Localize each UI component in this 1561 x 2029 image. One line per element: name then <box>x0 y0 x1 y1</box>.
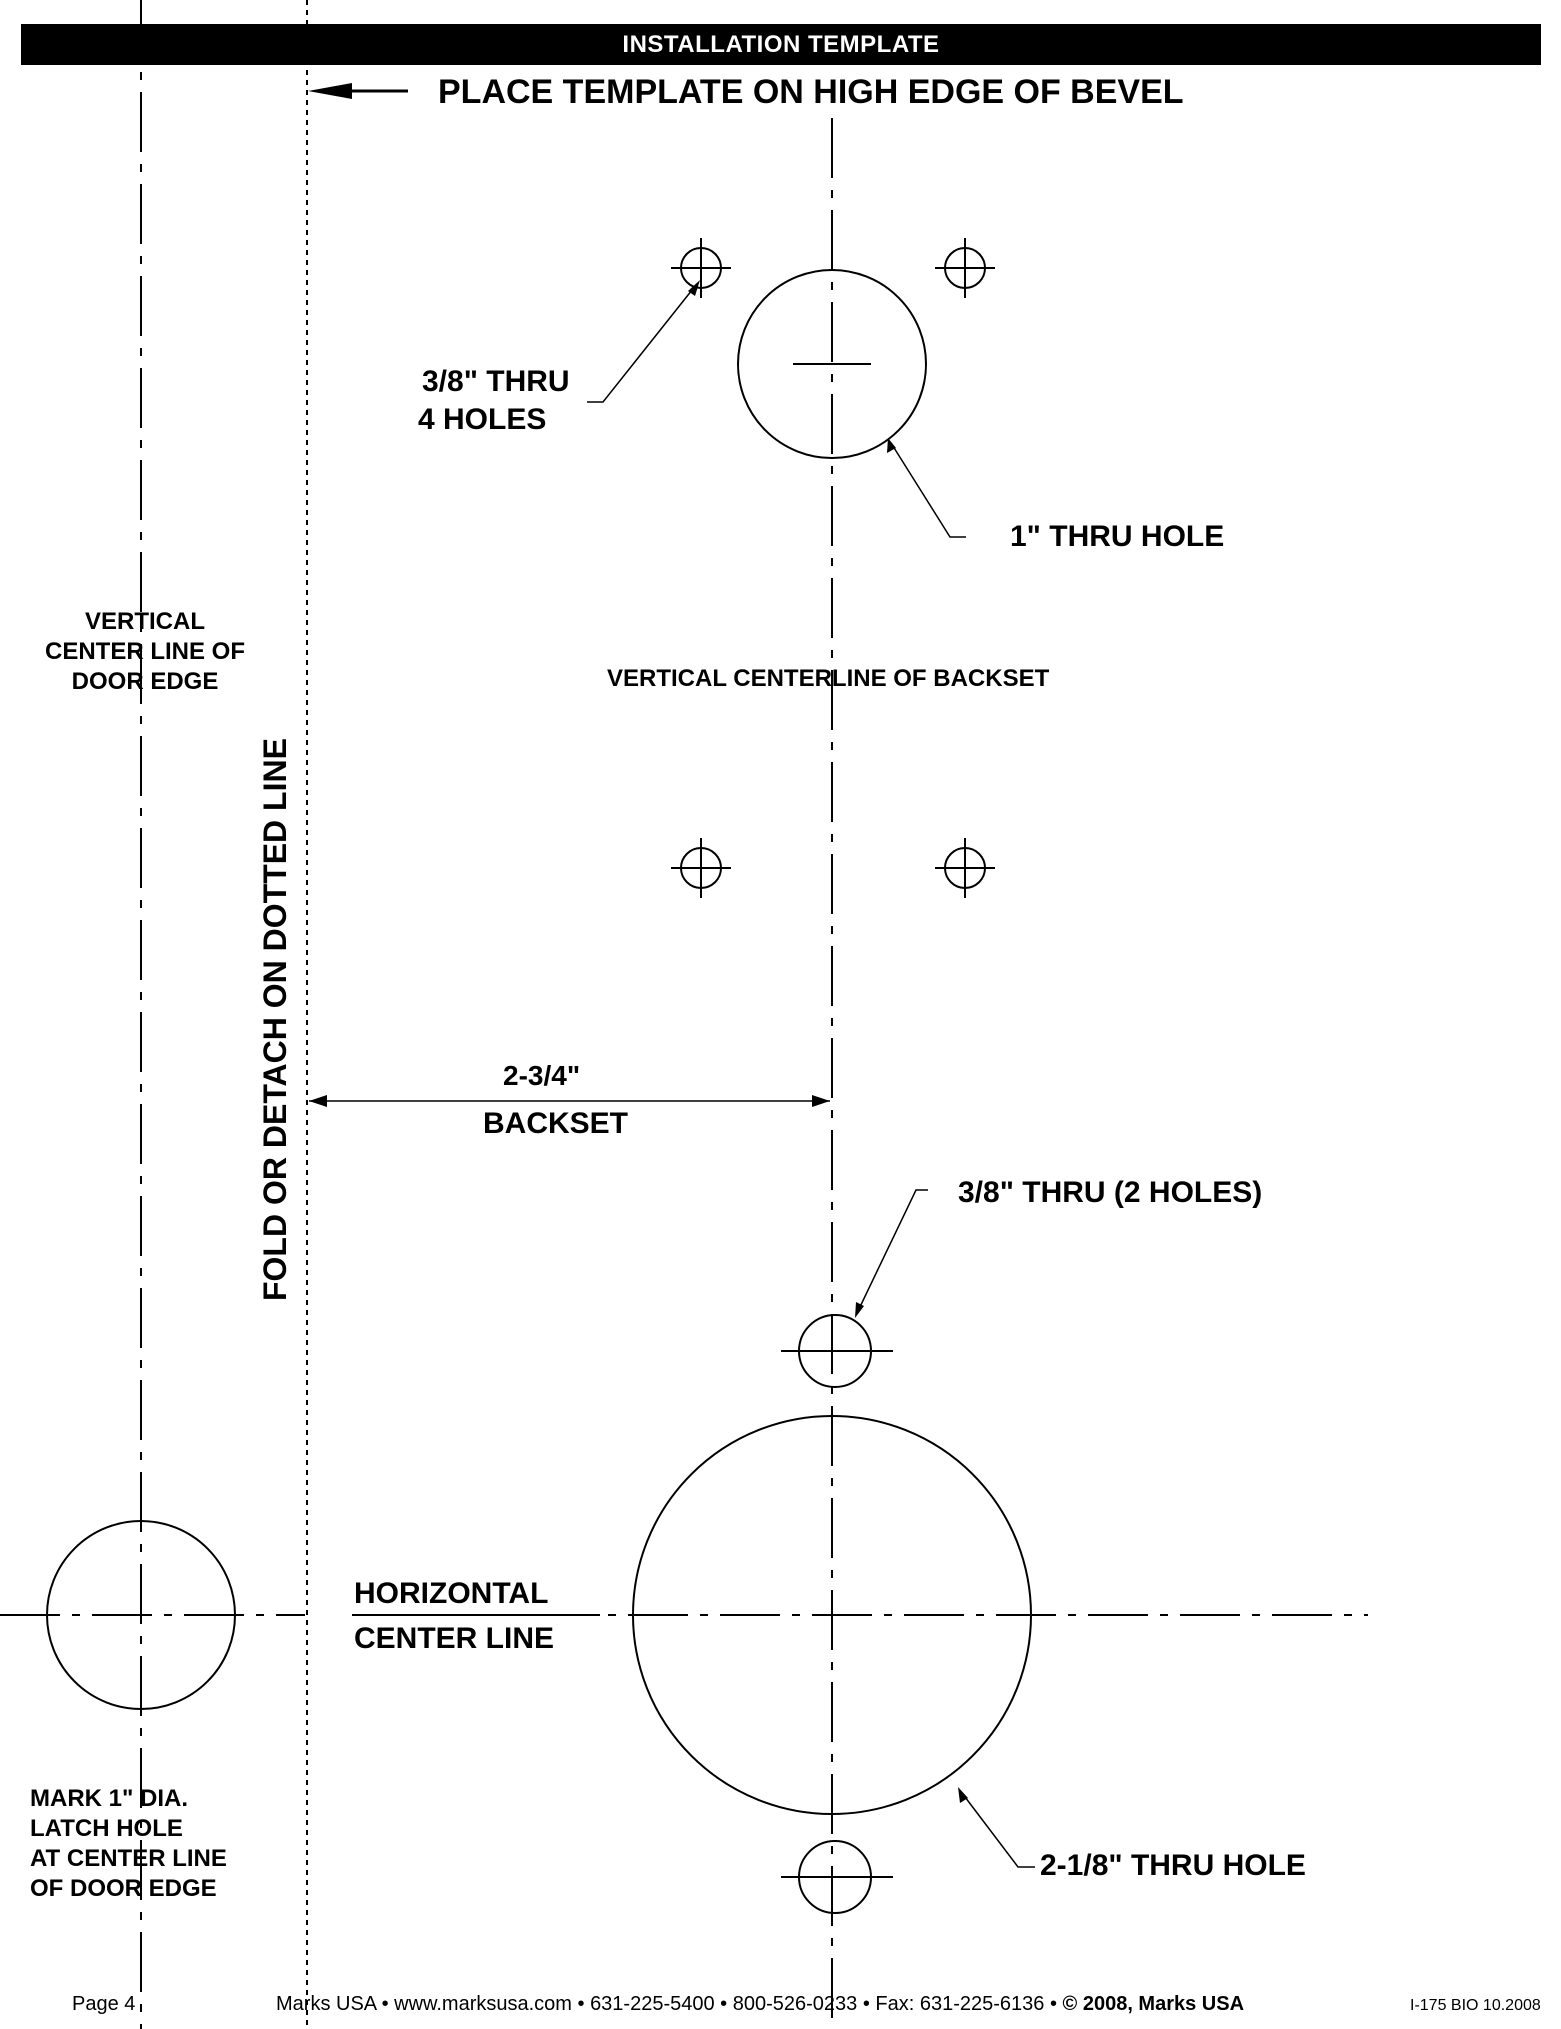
header-title: INSTALLATION TEMPLATE <box>622 31 940 58</box>
door-edge-label-line1: VERTICAL <box>85 608 205 635</box>
latch-label-line4: OF DOOR EDGE <box>30 1875 217 1902</box>
footer-doc-code: I-175 BIO 10.2008 <box>1410 1997 1541 2014</box>
footer-contact-text: Marks USA • www.marksusa.com • 631-225-5… <box>276 1993 1057 2015</box>
door-edge-label-line3: DOOR EDGE <box>71 668 219 695</box>
backset-centerline-label: VERTICAL CENTERLINE OF BACKSET <box>607 665 1050 692</box>
small-hole-top-right <box>935 238 995 298</box>
instruction-arrow-head <box>308 83 352 99</box>
horizontal-label-line2: CENTER LINE <box>354 1622 555 1655</box>
backset-label: BACKSET <box>483 1107 629 1140</box>
instruction-text: PLACE TEMPLATE ON HIGH EDGE OF BEVEL <box>438 73 1184 111</box>
small-hole-top-left <box>671 238 731 298</box>
latch-label-line1: MARK 1" DIA. <box>30 1785 189 1812</box>
footer-page-number: Page 4 <box>72 1993 136 2015</box>
through-bolt-hole-bottom <box>781 1840 893 1914</box>
big-hole-label: 2-1/8" THRU HOLE <box>1040 1849 1306 1882</box>
small-hole-bottom-right <box>935 838 995 898</box>
big-hole-leader <box>961 1792 1035 1868</box>
small-holes-label-line2: 4 HOLES <box>418 403 547 436</box>
horizontal-label-line1: HORIZONTAL <box>354 1577 549 1610</box>
small-holes-leader <box>587 284 697 403</box>
footer-contact: Marks USA • www.marksusa.com • 631-225-5… <box>276 1993 1244 2016</box>
header-bar: INSTALLATION TEMPLATE <box>21 24 1541 65</box>
latch-label-line2: LATCH HOLE <box>30 1815 183 1842</box>
fold-label: FOLD OR DETACH ON DOTTED LINE <box>257 738 293 1301</box>
two-holes-label: 3/8" THRU (2 HOLES) <box>958 1176 1263 1209</box>
through-bolt-hole-top <box>781 1314 893 1388</box>
latch-label-line3: AT CENTER LINE <box>30 1845 227 1872</box>
door-edge-label-line2: CENTER LINE OF <box>44 638 245 665</box>
two-holes-leader <box>857 1189 928 1312</box>
footer-copyright: © 2008, Marks USA <box>1062 1993 1245 2015</box>
small-holes-label-line1: 3/8" THRU <box>422 365 570 398</box>
one-inch-hole-label: 1" THRU HOLE <box>1010 520 1225 553</box>
backset-dimension: 2-3/4" <box>503 1060 581 1091</box>
one-inch-hole-leader <box>890 442 966 538</box>
one-inch-hole <box>737 269 927 459</box>
small-hole-bottom-left <box>671 838 731 898</box>
